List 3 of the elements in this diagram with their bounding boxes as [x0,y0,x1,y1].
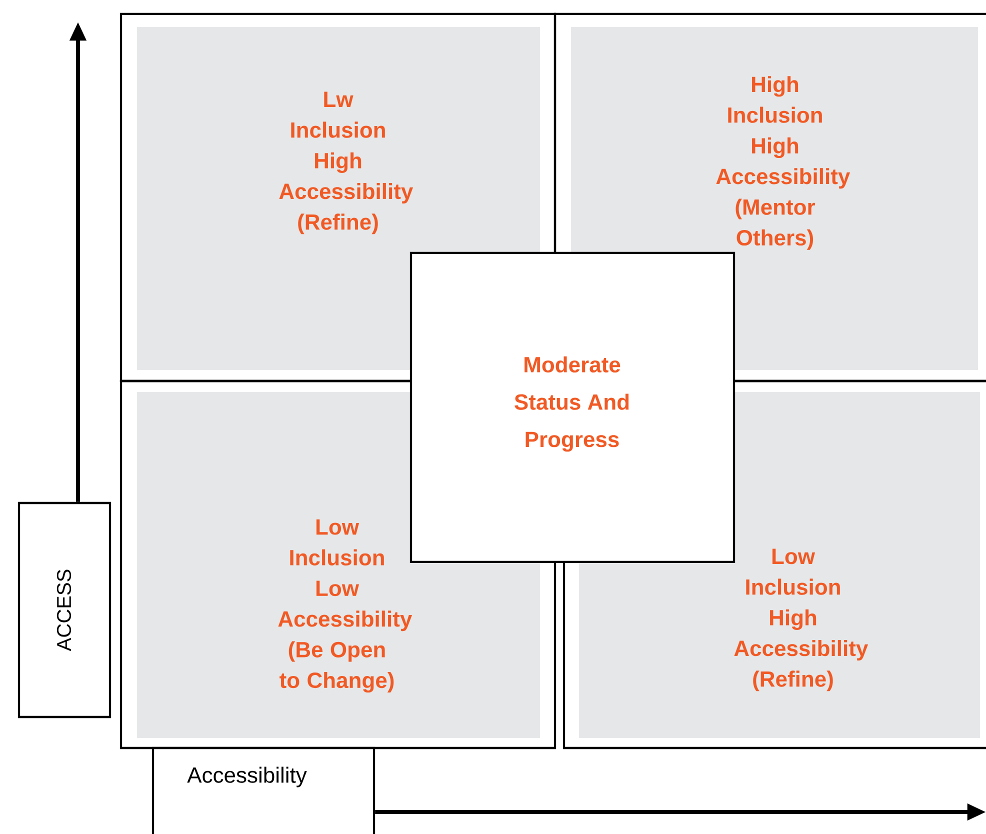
axis-label-box: Accessibility [152,746,376,834]
status-box: Moderate Status And Progress [410,252,736,564]
axis-label-box: ACCESS [18,502,112,718]
